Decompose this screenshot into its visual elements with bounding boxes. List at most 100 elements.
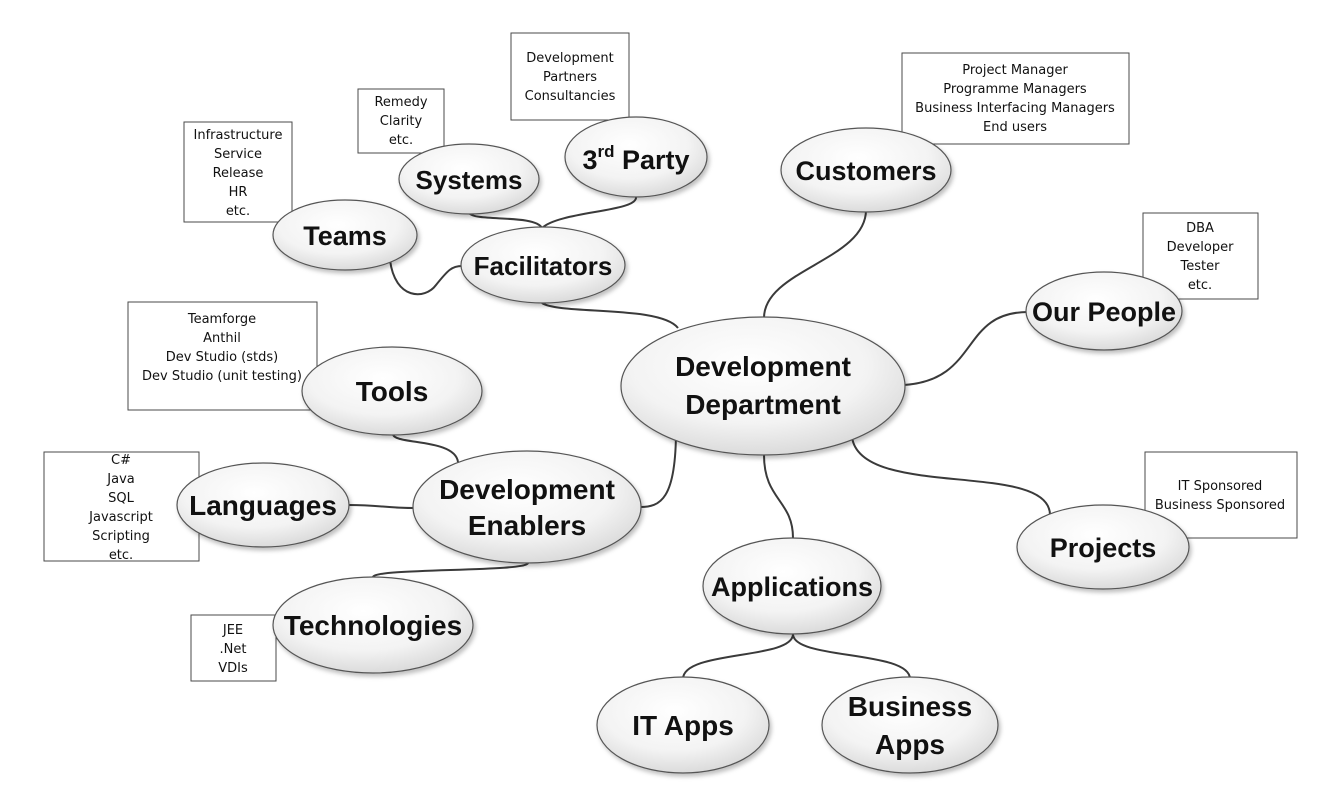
note-line: Project Manager [962,63,1068,78]
node-tools[interactable]: Tools [301,346,483,436]
note-line: Anthil [203,331,241,346]
node-label-line: Development [439,474,615,505]
node-label-line: Development [675,351,851,382]
svg-text:Technologies: Technologies [284,610,462,641]
node-systems[interactable]: Systems [398,143,540,215]
node-label-line: Languages [189,490,337,521]
note-line: Programme Managers [943,82,1087,97]
note-line: C# [111,453,131,468]
node-label-line: Tools [356,376,429,407]
node-label-line: IT Apps [632,710,734,741]
connector-enablers-tools [392,433,459,463]
node-label-line: Facilitators [474,251,613,281]
note-line: VDIs [218,661,248,676]
note-line: Scripting [92,529,150,544]
connector-applications-it-apps [682,633,794,680]
node-it-apps[interactable]: IT Apps [596,676,770,774]
connector-center-projects [851,436,1051,516]
connector-center-our-people [903,311,1029,386]
node-languages[interactable]: Languages [176,462,350,548]
svg-text:Projects: Projects [1050,533,1157,563]
connector-enablers-languages [348,504,415,509]
svg-text:Our People: Our People [1032,297,1176,327]
node-label-line: Systems [416,165,523,195]
node-third-party-label: 3rd Party [582,142,689,175]
note-line: Clarity [380,114,423,129]
svg-text:IT Apps: IT Apps [632,710,734,741]
svg-text:Applications: Applications [711,572,873,602]
node-teams[interactable]: Teams [272,199,418,271]
connector-applications-business-apps [792,633,911,680]
node-label-line: Teams [303,221,387,251]
node-applications[interactable]: Applications [702,537,882,635]
svg-text:Systems: Systems [416,165,523,195]
node-projects[interactable]: Projects [1016,504,1190,590]
note-line: Teamforge [187,312,256,327]
note-line: Release [213,166,264,181]
note-line: Remedy [374,95,427,110]
note-line: Javascript [88,510,153,525]
note-line: SQL [108,491,134,506]
note-line: Development [526,51,614,66]
node-label-line: Department [685,389,841,420]
note-line: Developer [1167,240,1235,255]
note-line: JEE [222,623,243,638]
note-line: End users [983,120,1047,135]
node-customers[interactable]: Customers [780,127,952,213]
svg-text:Facilitators: Facilitators [474,251,613,281]
svg-text:Customers: Customers [795,156,936,186]
node-our-people[interactable]: Our People [1025,271,1183,351]
node-label-line: Business [848,691,973,722]
note-line: Consultancies [525,89,616,104]
note-line: Business Sponsored [1155,498,1285,513]
note-line: Service [214,147,262,162]
note-line: Business Interfacing Managers [915,101,1115,116]
node-technologies[interactable]: Technologies [272,576,474,674]
node-third-party[interactable]: 3rd Party [564,116,708,198]
node-label-line: Technologies [284,610,462,641]
node-label-line: Our People [1032,297,1176,327]
note-line: Infrastructure [194,128,283,143]
note-line: etc. [389,133,413,148]
note-line: IT Sponsored [1178,479,1263,494]
connector-facilitators-systems [468,212,543,229]
node-facilitators[interactable]: Facilitators [460,226,626,304]
connector-center-applications [763,454,794,539]
note-line: etc. [109,548,133,563]
note-line: Dev Studio (stds) [166,350,278,365]
connector-enablers-technologies [372,562,529,578]
note-line: HR [229,185,248,200]
node-label-line: Applications [711,572,873,602]
svg-text:Tools: Tools [356,376,429,407]
node-label-line: Customers [795,156,936,186]
note-line: Partners [543,70,597,85]
note-line: Dev Studio (unit testing) [142,369,302,384]
connector-center-enablers [639,429,677,508]
connector-center-facilitators [541,302,679,329]
note-line: etc. [1188,278,1212,293]
node-label-line: Projects [1050,533,1157,563]
note-line: .Net [220,642,247,657]
